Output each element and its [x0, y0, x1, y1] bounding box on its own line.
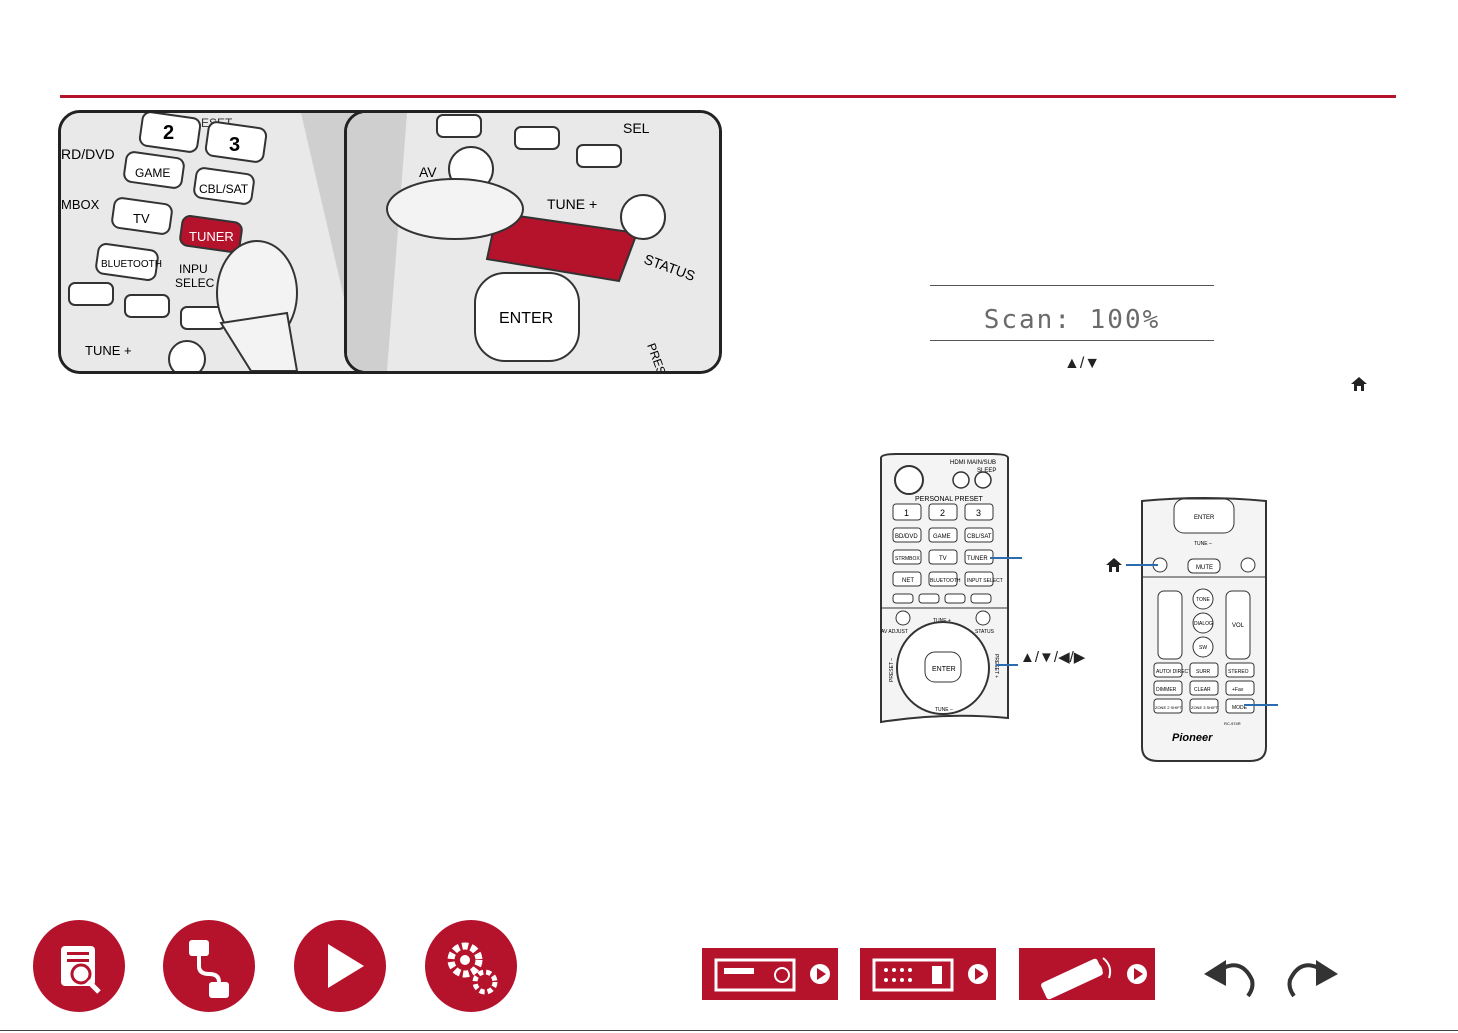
key-label: RC-974R [1224, 721, 1241, 726]
footer-rule [0, 1030, 1458, 1031]
key-label: AUTO/ DIRECT [1156, 669, 1191, 675]
forward-arrow-icon[interactable] [1278, 950, 1342, 1005]
up-arrow-icon: ▲ [1064, 355, 1080, 372]
key-label: 2 [940, 508, 945, 518]
header-rule [60, 95, 1396, 98]
key-label: PERSONAL PRESET [915, 496, 984, 503]
manual-search-icon[interactable] [33, 920, 125, 1012]
key-label: HDMI MAIN/SUB [950, 460, 996, 466]
key-label: INPUT SELECT [967, 578, 1003, 584]
key-label: ENTER [932, 666, 956, 673]
key-label: CLEAR [1194, 687, 1211, 693]
home-callout-line [1126, 564, 1158, 566]
key-label: CBL/SAT [967, 534, 992, 540]
display-readout: Scan: 100% [983, 305, 1161, 335]
key-label: +Fav [1232, 687, 1244, 693]
separator: / [1079, 355, 1085, 372]
rear-panel-tile[interactable] [860, 948, 996, 1000]
remote-bottom-section: ENTER TUNE – MUTE TONE DIALOG SW VOL AUT… [1140, 495, 1268, 763]
key-label: PRESET + [993, 654, 999, 678]
key-label: MUTE [1196, 565, 1213, 571]
down-arrow-icon: ▼ [1084, 355, 1101, 372]
key-label: AV [419, 164, 437, 180]
key-label: ZONE 2 SHIFT [1155, 705, 1183, 710]
key-label: SELEC [175, 276, 215, 290]
key-label: ENTER [1194, 515, 1215, 521]
settings-gear-icon[interactable] [425, 920, 517, 1012]
key-label: ZONE 3 SHIFT [1191, 705, 1219, 710]
key-label: NET [902, 578, 914, 584]
tuner-callout-line [990, 557, 1022, 559]
connection-cable-icon[interactable] [163, 920, 255, 1012]
key-label: 2 [163, 122, 174, 144]
back-arrow-icon[interactable] [1200, 950, 1264, 1005]
key-label: TUNE + [547, 196, 597, 212]
key-label: STEREO [1228, 669, 1249, 675]
key-label: TONE [1196, 597, 1210, 603]
key-label: STRMBOX [895, 556, 920, 562]
key-label: GAME [135, 166, 170, 180]
display-top-rule [930, 285, 1214, 286]
tuner-button-illustration: ESET 2 3 RD/DVD GAME CBL/SAT MBOX TV TUN… [58, 110, 392, 374]
key-label: MODE [1232, 705, 1248, 711]
key-label: TUNE + [85, 343, 132, 358]
playback-icon[interactable] [294, 920, 386, 1012]
key-label: SW [1199, 645, 1207, 651]
home-icon [1350, 376, 1368, 397]
key-label: MBOX [61, 197, 100, 212]
down-arrow-icon: ▼ [1039, 649, 1054, 666]
key-label: BLUETOOTH [930, 578, 961, 584]
up-arrow-icon: ▲ [1020, 649, 1035, 666]
display-bottom-rule [930, 340, 1214, 341]
key-label: TUNER [189, 229, 234, 244]
separator: / [1053, 649, 1059, 666]
key-label: VOL [1232, 623, 1245, 629]
key-label: BD/DVD [895, 534, 918, 540]
key-label: TUNE – [935, 707, 953, 713]
left-arrow-icon: ◀ [1058, 649, 1070, 666]
key-label: 3 [976, 508, 981, 518]
key-label: DIMMER [1156, 687, 1177, 693]
front-panel-tile[interactable] [702, 948, 838, 1000]
key-label: STATUS [975, 629, 995, 635]
key-label: RD/DVD [61, 146, 115, 162]
tune-up-illustration: SEL AV TUNE + STATUS ENTER PRESET [344, 110, 722, 374]
key-label: GAME [933, 534, 951, 540]
separator: / [1034, 649, 1040, 666]
right-arrow-icon: ▶ [1073, 649, 1086, 666]
key-label: CBL/SAT [199, 182, 249, 196]
key-label: 3 [229, 134, 240, 156]
separator: / [1069, 649, 1074, 666]
key-label: TUNE + [933, 618, 951, 624]
key-label: BLUETOOTH [101, 259, 162, 270]
arrow-callout-line [996, 664, 1018, 666]
key-label: SLEEP [977, 468, 996, 474]
key-label: TUNE – [1194, 541, 1212, 547]
key-label: 1 [904, 508, 909, 518]
key-label: TV [133, 211, 150, 226]
key-label: SURR [1196, 669, 1211, 675]
key-label: SEL [623, 120, 650, 136]
key-label: ENTER [499, 310, 553, 327]
key-label: PRESET – [889, 658, 895, 682]
key-label: TV [939, 556, 947, 562]
key-label: TUNER [967, 556, 988, 562]
brand-logo: Pioneer [1172, 732, 1213, 744]
key-label: INPU [179, 262, 208, 276]
key-label: AV ADJUST [881, 629, 908, 635]
remote-top-section: HDMI MAIN/SUB SLEEP PERSONAL PRESET 1 2 … [877, 452, 1012, 727]
home-icon [1105, 557, 1123, 578]
mode-callout-line [1244, 704, 1278, 706]
remote-control-tile[interactable] [1019, 948, 1155, 1000]
instruction-arrows: ▲/▼ [1064, 355, 1100, 373]
arrow-keys-label: ▲/▼/◀/▶ [1020, 648, 1085, 666]
key-label: DIALOG [1194, 621, 1213, 627]
